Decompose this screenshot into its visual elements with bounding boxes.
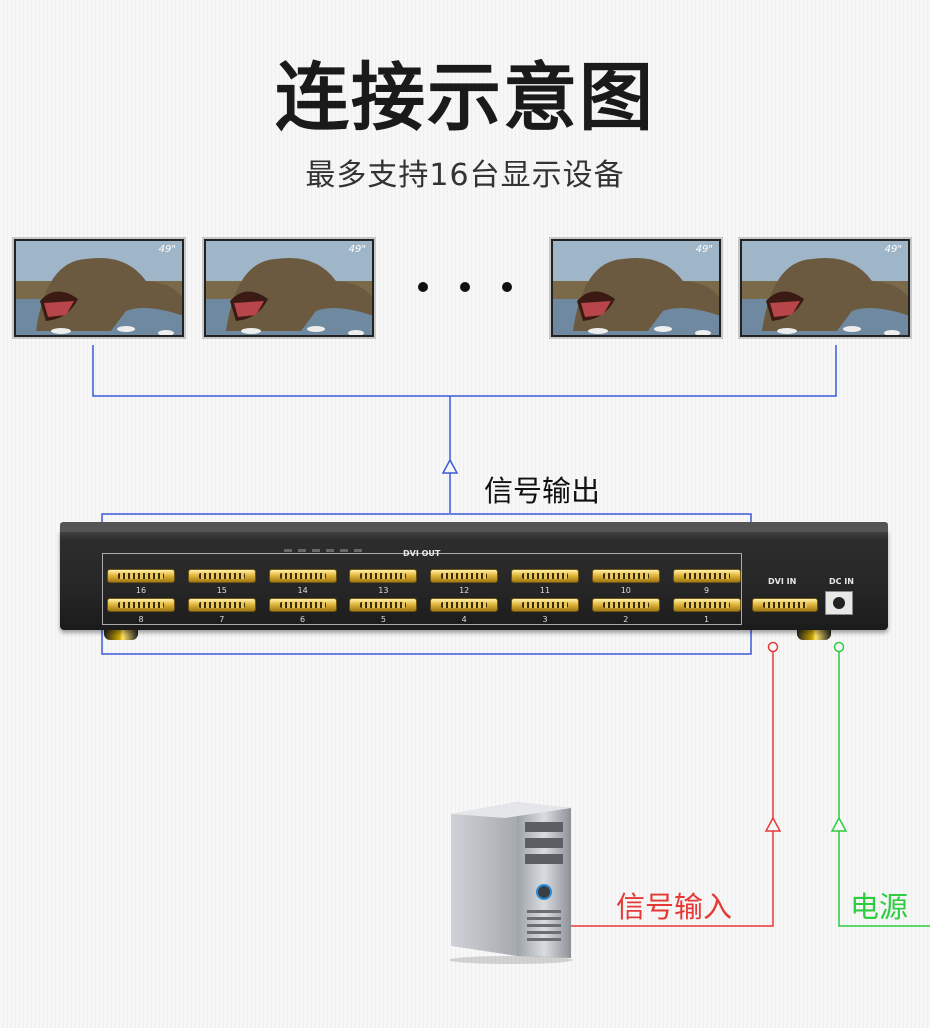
ellipsis-dots — [410, 276, 520, 296]
dvi-out-port-label: 5 — [380, 615, 386, 624]
dvi-out-port-label: 6 — [300, 615, 306, 624]
power-line — [838, 652, 930, 927]
dvi-out-port-14 — [268, 569, 337, 583]
dvi-out-port-8 — [107, 598, 175, 612]
dvi-out-port-label: 1 — [704, 615, 710, 624]
output-line — [92, 345, 837, 397]
dc-in-jack — [825, 591, 853, 615]
monitor-size-badge: 49" — [158, 244, 176, 255]
power-label: 电源 — [850, 890, 909, 924]
dvi-out-port-5 — [349, 598, 418, 612]
dvi-out-port-7 — [187, 598, 256, 612]
dc-in-label: DC IN — [829, 577, 854, 586]
dvi-out-port-label: 10 — [620, 586, 631, 595]
monitor-screen: 49" — [16, 241, 182, 335]
dvi-out-port-label: 15 — [216, 586, 227, 595]
dvi-out-port-15 — [187, 569, 256, 583]
dvi-out-port-12 — [430, 569, 499, 583]
output-arrow-icon — [441, 458, 459, 474]
monitor-1: 49" — [12, 237, 186, 339]
monitor-3: 49" — [549, 237, 723, 339]
dvi-out-port-label: 9 — [704, 586, 710, 595]
indicator-led — [354, 549, 362, 552]
dvi-out-port-9 — [672, 569, 741, 583]
power-arrow-icon — [830, 816, 848, 832]
monitor-size-badge: 49" — [884, 244, 902, 255]
dot — [502, 282, 512, 292]
dvi-out-port-label: 14 — [297, 586, 308, 595]
indicator-led — [312, 549, 320, 552]
dinosaur-image — [206, 241, 372, 335]
indicator-led — [340, 549, 348, 552]
dot — [418, 282, 428, 292]
input-line — [570, 652, 774, 927]
dinosaur-image — [553, 241, 719, 335]
page-subtitle: 最多支持16台显示设备 — [305, 158, 625, 193]
dvi-out-port-16 — [107, 569, 175, 583]
indicator-led — [284, 549, 292, 552]
signal-input-label: 信号输入 — [616, 890, 733, 924]
dot — [460, 282, 470, 292]
monitor-size-badge: 49" — [695, 244, 713, 255]
dvi-out-label: DVI OUT — [403, 549, 441, 558]
monitor-2: 49" — [202, 237, 376, 339]
dvi-out-port-label: 3 — [542, 615, 548, 624]
dinosaur-image — [16, 241, 182, 335]
dvi-out-panel — [102, 553, 742, 625]
power-connector-icon — [833, 641, 845, 653]
dvi-out-port-10 — [591, 569, 660, 583]
monitor-size-badge: 49" — [348, 244, 366, 255]
dvi-out-port-label: 13 — [378, 586, 389, 595]
indicator-led — [298, 549, 306, 552]
indicator-led — [326, 549, 334, 552]
dvi-out-port-label: 12 — [459, 586, 470, 595]
dvi-out-port-label: 8 — [138, 615, 144, 624]
dvi-out-port-2 — [591, 598, 660, 612]
device-top-edge — [60, 522, 888, 532]
dvi-out-port-1 — [672, 598, 741, 612]
dvi-out-port-label: 4 — [461, 615, 467, 624]
dinosaur-image — [742, 241, 908, 335]
dvi-out-port-3 — [511, 598, 579, 612]
dvi-out-port-label: 11 — [539, 586, 551, 595]
dvi-out-port-6 — [268, 598, 337, 612]
dvi-in-label: DVI IN — [768, 577, 797, 586]
signal-output-label: 信号输出 — [484, 474, 601, 508]
monitor-screen: 49" — [206, 241, 372, 335]
monitor-screen: 49" — [742, 241, 908, 335]
monitor-screen: 49" — [553, 241, 719, 335]
dvi-in-port — [752, 598, 818, 612]
dvi-out-port-11 — [511, 569, 579, 583]
input-connector-icon — [767, 641, 779, 653]
input-arrow-icon — [764, 816, 782, 832]
pc-tower-icon — [449, 802, 573, 964]
dvi-out-port-13 — [349, 569, 418, 583]
dvi-out-port-label: 16 — [135, 586, 147, 595]
dvi-out-port-label: 2 — [623, 615, 629, 624]
dvi-out-port-4 — [430, 598, 499, 612]
dvi-out-port-label: 7 — [219, 615, 225, 624]
monitor-4: 49" — [738, 237, 912, 339]
page-title: 连接示意图 — [275, 55, 655, 141]
